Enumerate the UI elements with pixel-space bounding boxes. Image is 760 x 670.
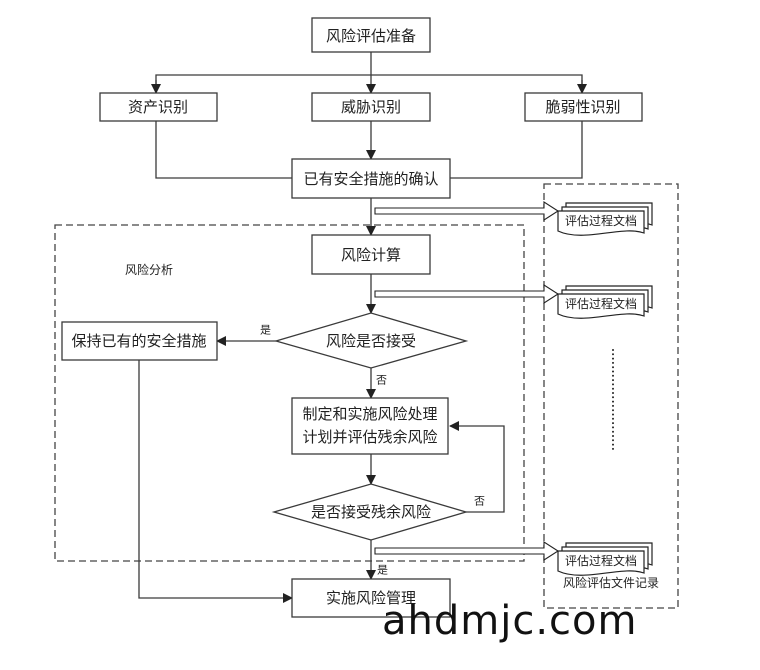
document-records-group bbox=[543, 183, 679, 609]
node-confirm: 已有安全措施的确认 bbox=[291, 158, 451, 199]
edge-label-residual-no: 否 bbox=[474, 495, 485, 508]
ellipsis-dot bbox=[612, 357, 614, 360]
node-accept-label: 风险是否接受 bbox=[326, 332, 416, 350]
edge-label-residual-yes: 是 bbox=[377, 564, 388, 577]
watermark: ahdmjc.com bbox=[382, 598, 638, 644]
vuln-to-confirm-line bbox=[450, 121, 583, 179]
ellipsis-dot bbox=[612, 443, 614, 446]
ellipsis-dot bbox=[612, 439, 614, 442]
prep-branch-line bbox=[155, 74, 583, 93]
document-stack: 评估过程文档 bbox=[557, 202, 653, 236]
node-vuln: 脆弱性识别 bbox=[524, 92, 643, 122]
hollow-arrow-icon bbox=[374, 283, 560, 305]
hollow-arrow-icon bbox=[374, 200, 560, 222]
ellipsis-dot bbox=[612, 417, 614, 420]
residual-no-loop-arrow bbox=[449, 421, 505, 513]
document-label: 评估过程文档 bbox=[565, 296, 637, 311]
node-plan-label-line2: 计划并评估残余风险 bbox=[302, 428, 437, 446]
node-threat-label: 威胁识别 bbox=[341, 98, 401, 116]
node-asset: 资产识别 bbox=[99, 92, 218, 122]
ellipsis-dot bbox=[612, 387, 614, 390]
ellipsis-dot bbox=[612, 404, 614, 407]
node-calc: 风险计算 bbox=[311, 234, 431, 275]
edge-label-accept-no: 否 bbox=[376, 374, 387, 387]
node-asset-label: 资产识别 bbox=[128, 98, 188, 116]
ellipsis-dot bbox=[612, 374, 614, 377]
keep-to-manage-arrow bbox=[138, 360, 293, 603]
ellipsis-dot bbox=[612, 413, 614, 416]
ellipsis-dot bbox=[612, 409, 614, 412]
node-keep-label: 保持已有的安全措施 bbox=[71, 332, 206, 350]
node-manage: 实施风险管理 bbox=[291, 578, 451, 618]
document-icon bbox=[557, 550, 645, 576]
ellipsis-dot bbox=[612, 370, 614, 373]
document-icon bbox=[557, 293, 645, 319]
document-icon bbox=[557, 210, 645, 236]
connectors bbox=[138, 52, 587, 603]
node-confirm-label: 已有安全措施的确认 bbox=[303, 170, 438, 188]
hollow-arrow-icon bbox=[374, 540, 560, 562]
node-manage-label: 实施风险管理 bbox=[326, 589, 416, 607]
document-stack: 评估过程文档 bbox=[557, 285, 653, 319]
node-prep-label: 风险评估准备 bbox=[326, 27, 416, 45]
document-stack: 评估过程文档 bbox=[557, 542, 653, 576]
ellipsis-dot bbox=[612, 366, 614, 369]
document-label: 评估过程文档 bbox=[565, 213, 637, 228]
ellipsis-dot bbox=[612, 379, 614, 382]
ellipsis-dot bbox=[612, 353, 614, 356]
ellipsis-dot bbox=[612, 361, 614, 364]
node-accept-decision: 风险是否接受 bbox=[273, 312, 469, 369]
ellipsis-dot bbox=[612, 383, 614, 386]
ellipsis-dot bbox=[612, 392, 614, 394]
ellipsis-dot bbox=[612, 396, 614, 399]
node-residual-label: 是否接受残余风险 bbox=[311, 503, 431, 521]
edge-label-accept-yes: 是 bbox=[260, 324, 271, 337]
node-vuln-label: 脆弱性识别 bbox=[545, 98, 620, 116]
ellipsis-dot bbox=[612, 400, 614, 403]
records-group-label: 风险评估文件记录 bbox=[563, 575, 659, 590]
ellipsis-dot bbox=[612, 430, 614, 433]
node-calc-label: 风险计算 bbox=[341, 246, 401, 264]
ellipsis-dot bbox=[612, 435, 614, 437]
document-flow-arrows bbox=[374, 200, 560, 562]
ellipsis-dot bbox=[612, 426, 614, 429]
node-plan-label-line1: 制定和实施风险处理 bbox=[302, 405, 437, 423]
risk-analysis-group bbox=[54, 224, 525, 562]
ellipsis-dot bbox=[612, 349, 614, 351]
node-threat: 威胁识别 bbox=[311, 92, 431, 122]
node-residual-decision: 是否接受残余风险 bbox=[271, 483, 469, 541]
node-keep: 保持已有的安全措施 bbox=[61, 321, 218, 361]
ellipsis-dot bbox=[612, 447, 614, 450]
asset-to-confirm-line bbox=[155, 121, 292, 179]
ellipsis-dots bbox=[612, 349, 614, 450]
ellipsis-dot bbox=[612, 422, 614, 425]
risk-analysis-label: 风险分析 bbox=[125, 262, 173, 277]
node-prep: 风险评估准备 bbox=[311, 17, 431, 53]
node-plan: 制定和实施风险处理 计划并评估残余风险 bbox=[291, 397, 449, 455]
document-label: 评估过程文档 bbox=[565, 553, 637, 568]
